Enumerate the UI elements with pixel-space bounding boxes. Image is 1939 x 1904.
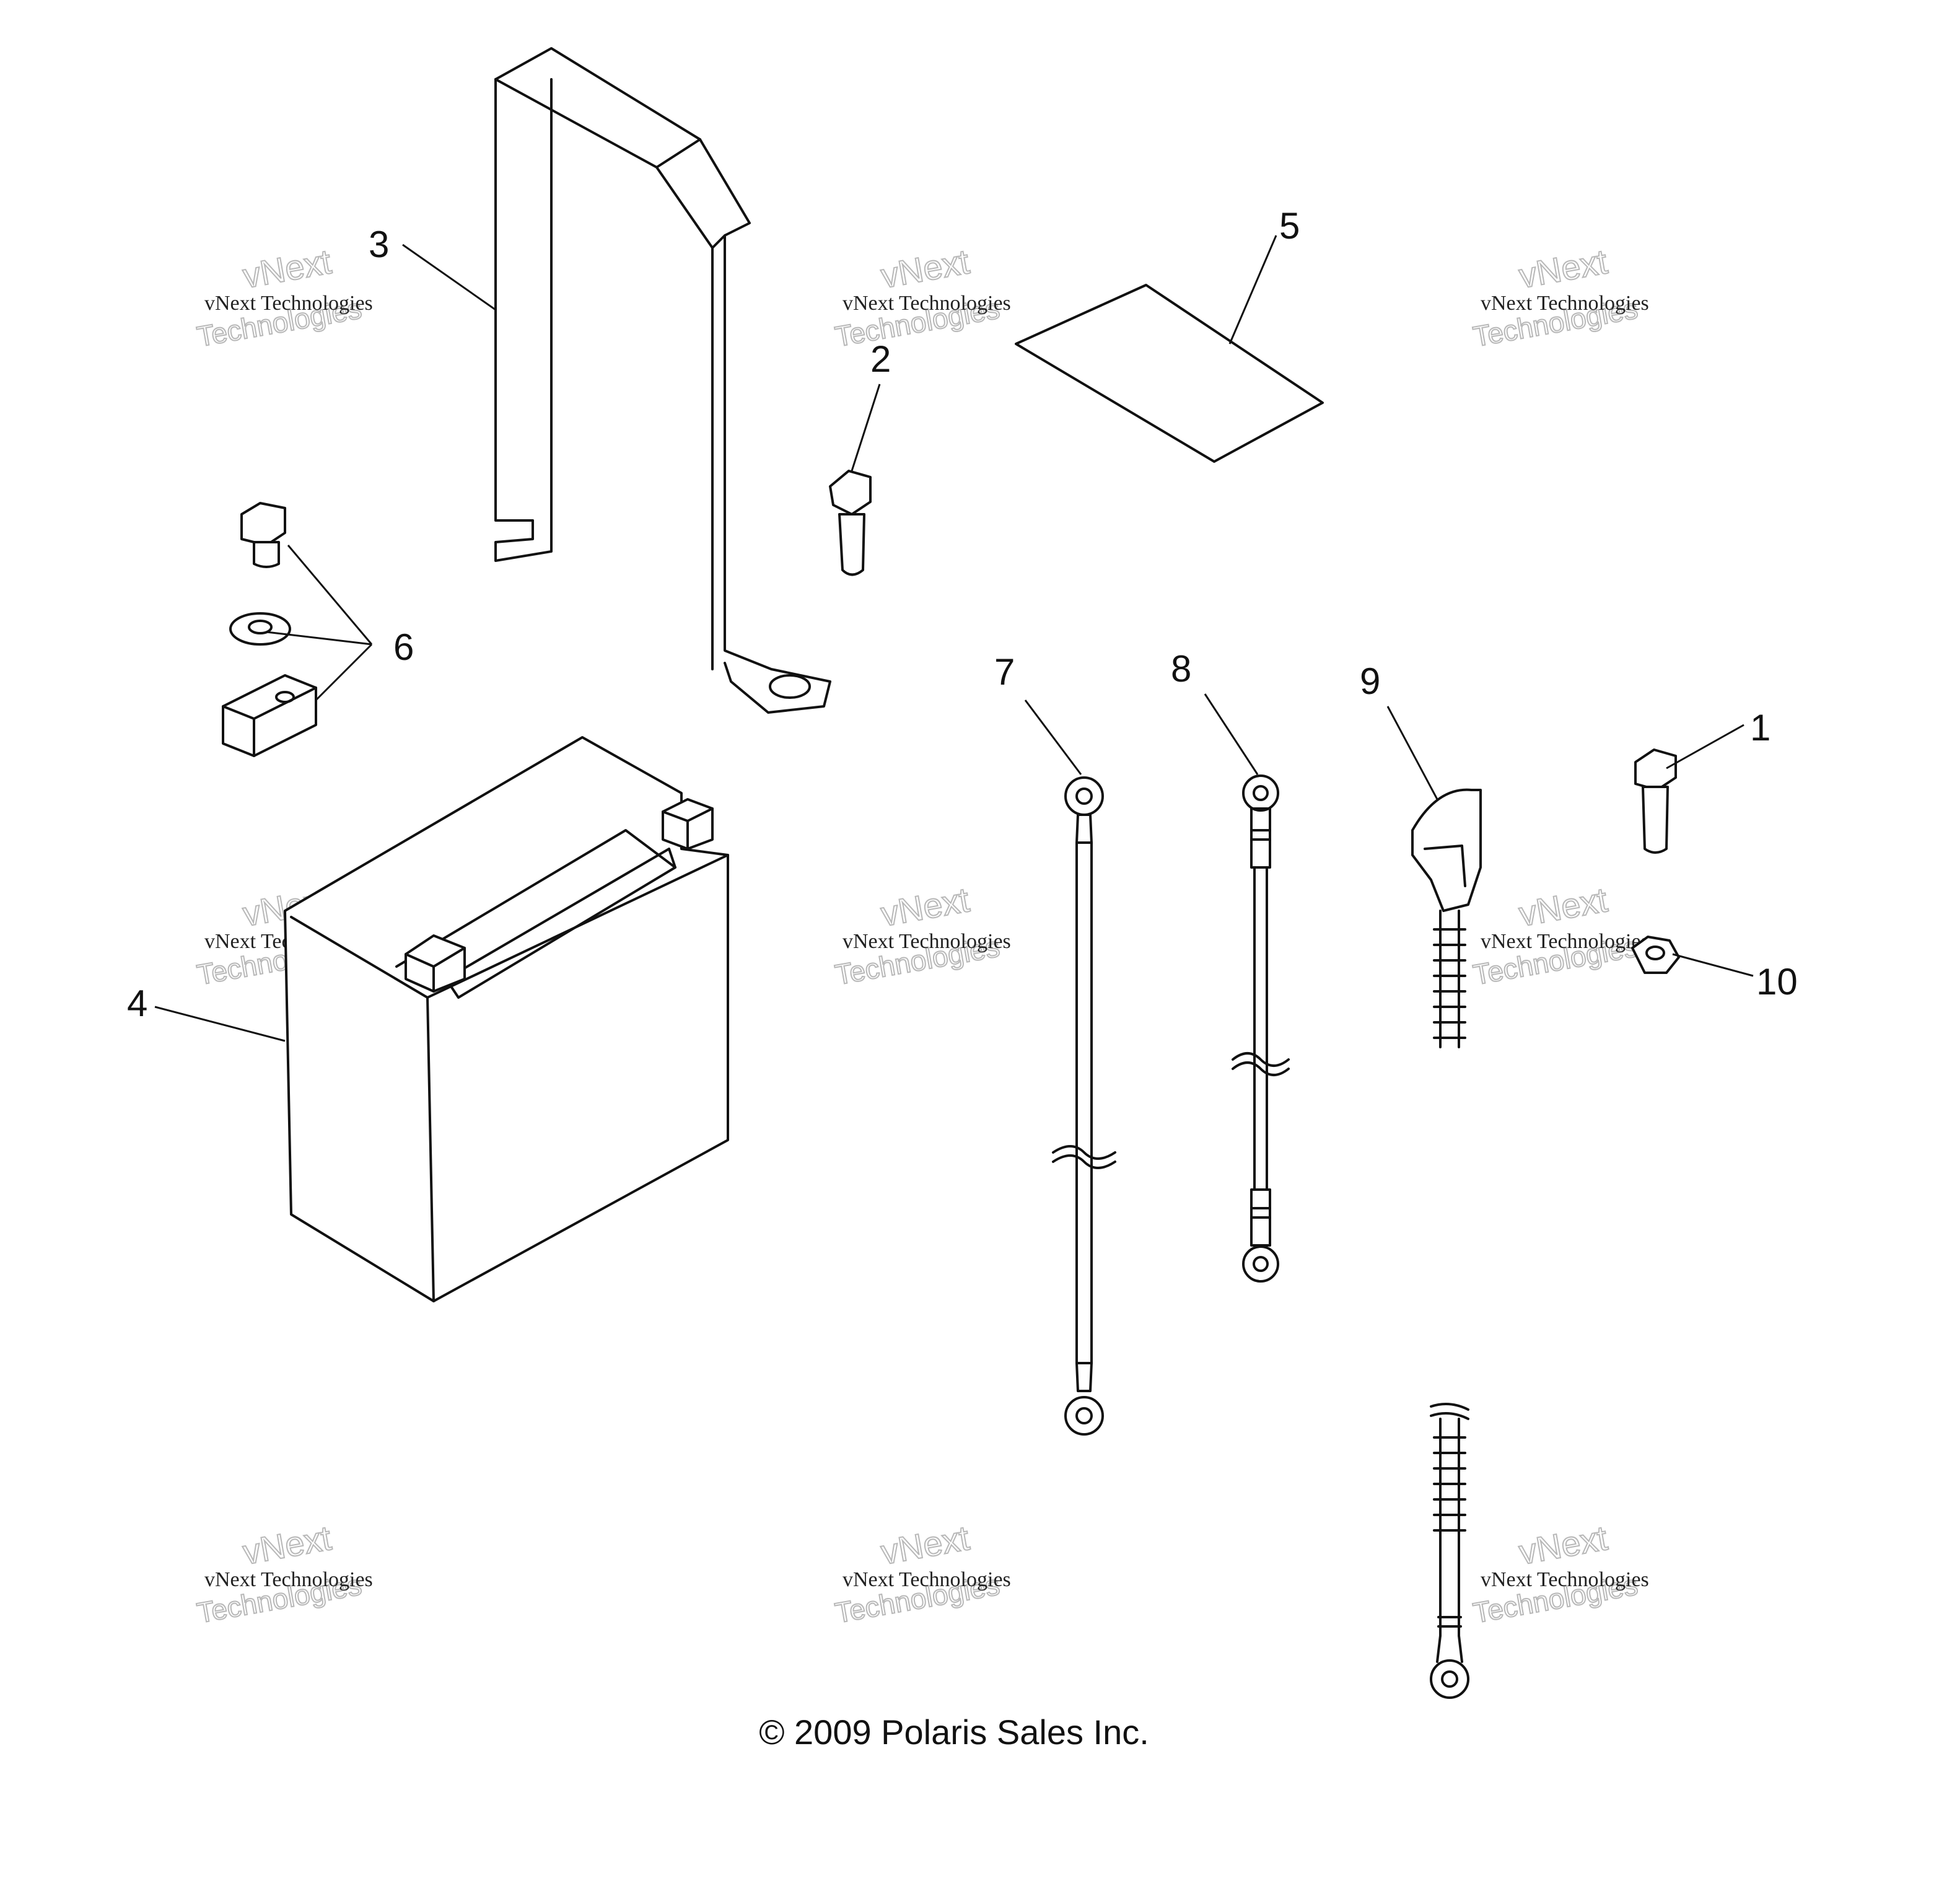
watermark: vNext Technologies vNext Technologies [1470,879,1649,991]
svg-text:vNext Technologies: vNext Technologies [843,930,1011,953]
watermark: vNext Technologies vNext Technologies [1470,241,1649,353]
svg-text:vNext Technologies: vNext Technologies [1481,1568,1649,1591]
callout-7: 7 [994,651,1015,693]
svg-text:vNext: vNext [1516,242,1610,296]
flange-bolt-2 [829,470,872,576]
svg-text:vNext Technologies: vNext Technologies [843,1568,1011,1591]
svg-text:vNext: vNext [1516,1518,1610,1572]
callout-labels: 1 2 3 4 5 6 7 8 9 10 [127,205,1798,1024]
svg-text:vNext: vNext [240,1518,334,1572]
svg-text:vNext: vNext [878,242,972,296]
battery [284,736,729,1302]
callout-8: 8 [1171,648,1191,690]
battery-cable-8 [1232,774,1290,1283]
decal-label [1015,284,1324,463]
copyright-notice: © 2009 Polaris Sales Inc. [759,1713,1149,1752]
watermark: vNext Technologies vNext Technologies [832,241,1011,353]
callout-3: 3 [369,224,389,265]
callout-10: 10 [1756,961,1798,1002]
leader-lines [154,235,1754,1042]
callout-9: 9 [1360,660,1380,702]
svg-text:vNext Technologies: vNext Technologies [204,1568,373,1591]
watermark: vNext Technologies vNext Technologies [832,1517,1011,1630]
terminal-lead-9-end [1430,1403,1469,1699]
callout-1: 1 [1750,707,1770,748]
svg-text:vNext: vNext [878,1518,972,1572]
callout-4: 4 [127,983,147,1024]
terminal-boot-9 [1411,788,1482,1048]
watermark: vNext Technologies vNext Technologies [194,241,373,353]
flange-bolt-1 [1634,748,1677,854]
svg-text:vNext: vNext [1516,880,1610,934]
callout-6: 6 [393,626,414,668]
battery-strap [494,47,831,714]
watermark: vNext Technologies vNext Technologies [1470,1517,1649,1630]
watermark: vNext Technologies vNext Technologies [194,1517,373,1630]
watermark: vNext Technologies vNext Technologies [832,879,1011,991]
svg-text:vNext Technologies: vNext Technologies [1481,292,1649,315]
svg-text:vNext: vNext [878,880,972,934]
svg-text:vNext Technologies: vNext Technologies [204,292,373,315]
battery-cable-7 [1052,776,1116,1436]
bolt-washer-nut-set [222,502,317,757]
nut-10 [1631,936,1680,974]
svg-text:vNext Technologies: vNext Technologies [1481,930,1649,953]
svg-text:vNext: vNext [240,242,334,296]
callout-5: 5 [1279,205,1300,247]
callout-2: 2 [870,338,891,380]
svg-text:vNext Technologies: vNext Technologies [843,292,1011,315]
